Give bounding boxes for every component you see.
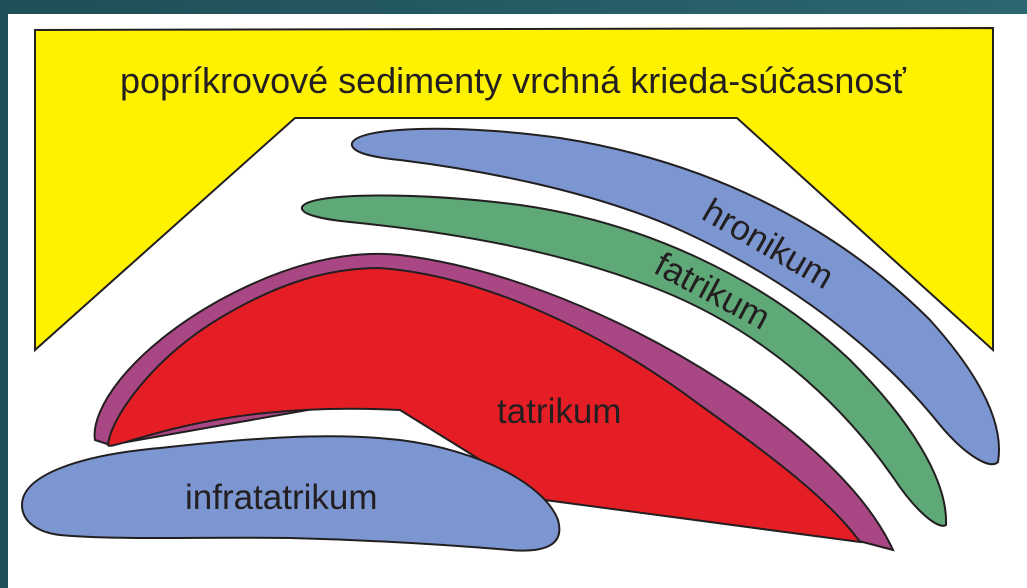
tatrikum-shape bbox=[106, 266, 863, 544]
fatrikum-shape bbox=[300, 194, 948, 527]
infratatrikum-label: infratatrikum bbox=[185, 478, 378, 517]
hronikum-shape bbox=[350, 127, 1000, 466]
infratatrikum-shape bbox=[20, 435, 561, 552]
sediments-label: popríkrovové sedimenty vrchná krieda-súč… bbox=[120, 60, 906, 101]
tatrikum-label: tatrikum bbox=[497, 392, 621, 431]
sediments-shape bbox=[34, 26, 994, 353]
